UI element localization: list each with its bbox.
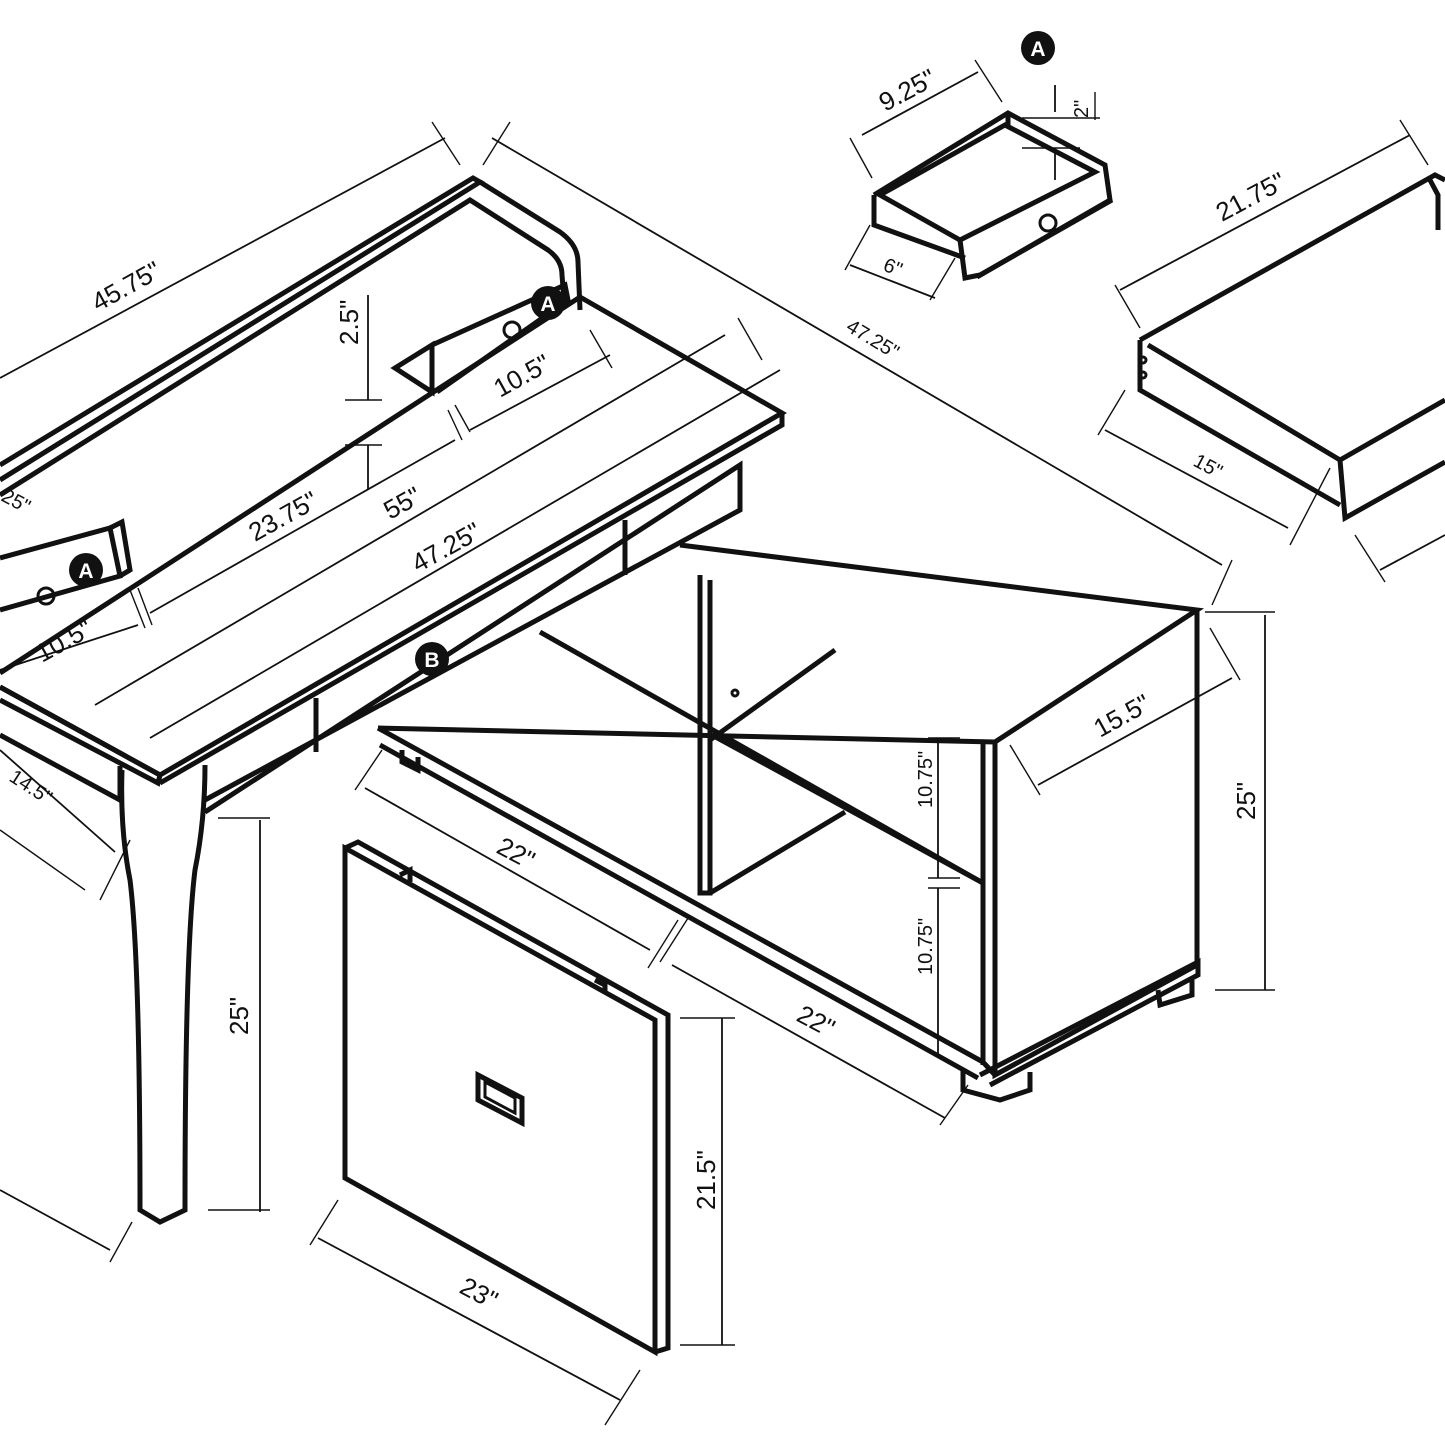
- label-leg-height: 25": [224, 997, 254, 1035]
- label-small-drawer-height: 2": [1071, 100, 1093, 118]
- label-large-drawer-width: 21.75": [1211, 166, 1291, 227]
- label-hutch-drawer-width-left: 10.5": [30, 613, 97, 668]
- label-desk-length-right: 47.25": [842, 315, 902, 363]
- small-drawer: [871, 110, 1114, 281]
- label-desk-depth: 14.5": [5, 766, 56, 810]
- door-panel: [342, 839, 671, 1357]
- label-partial-left: 25": [0, 485, 34, 518]
- label-panel-height: 21.5": [691, 1150, 721, 1210]
- label-hutch-height: 2.5": [334, 300, 364, 345]
- label-cabinet-shelf-width: 22": [492, 831, 540, 875]
- storage-cabinet: [376, 542, 1205, 1103]
- badge-a-small-drawer: A: [1021, 31, 1055, 65]
- label-desk-depth-length: 47.25": [406, 516, 486, 578]
- label-desk-top-width: 45.75": [86, 255, 166, 317]
- badge-b-center-drawer: B: [415, 642, 449, 676]
- badge-a-hutch-left: A: [69, 553, 103, 587]
- badge-a-hutch-right: A: [531, 286, 565, 320]
- desk-with-hutch: [0, 175, 787, 1225]
- badge-a-hutch-right-text: A: [540, 293, 555, 316]
- drawer-badges: A A A B: [69, 31, 1055, 676]
- badge-a-hutch-left-text: A: [78, 560, 93, 583]
- badge-a-small-drawer-text: A: [1030, 38, 1045, 61]
- label-cabinet-height: 25": [1231, 782, 1261, 820]
- large-drawer: [1137, 172, 1445, 523]
- label-small-drawer-width: 9.25": [874, 63, 941, 118]
- label-cabinet-depth: 15.5": [1088, 688, 1155, 743]
- label-shelf-height-upper: 10.75": [915, 751, 937, 808]
- label-shelf-height-lower: 10.75": [915, 918, 937, 975]
- label-overall-length: 55": [378, 481, 426, 526]
- dimension-lines: [0, 59, 1445, 1426]
- label-hutch-drawer-width-right: 10.5": [488, 348, 555, 403]
- badge-b-center-drawer-text: B: [424, 649, 439, 672]
- label-panel-width: 23": [455, 1271, 503, 1315]
